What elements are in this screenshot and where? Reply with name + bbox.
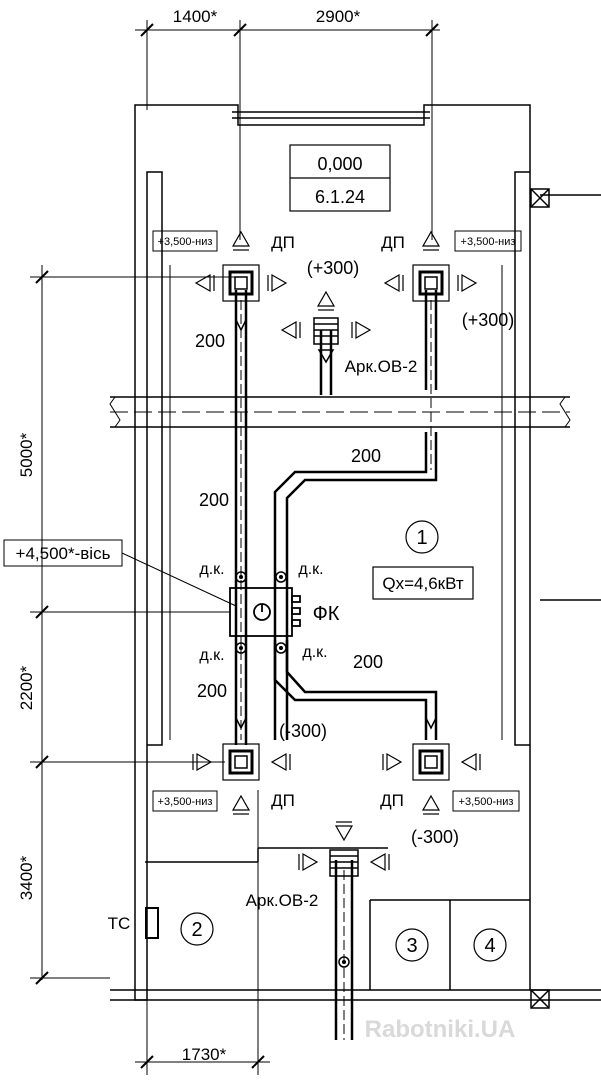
diffuser-label-bottom-left: ДП: [271, 791, 295, 810]
grille-upper: [313, 317, 339, 364]
watermark: Rabotniki.UA: [365, 1016, 516, 1043]
dim-left-middle: 2200*: [17, 665, 36, 710]
elevation-tag-top-left: +3,500-низ: [158, 236, 213, 248]
elevation-tag-top-right: +3,500-низ: [461, 236, 516, 248]
room-number-2: 2: [191, 919, 202, 941]
thermostat-icon: [145, 907, 159, 939]
fan-coil-unit: [229, 587, 301, 637]
room-number-4: 4: [484, 935, 495, 957]
room-number-3: 3: [406, 935, 417, 957]
damper-label-2: д.к.: [298, 561, 323, 578]
supply-flow-left: (+300): [307, 258, 360, 278]
damper-label-4: д.к.: [302, 644, 327, 661]
grille-label-upper: Арк.ОВ-2: [345, 357, 418, 376]
beam: [109, 396, 571, 428]
damper-label-1: д.к.: [199, 561, 224, 578]
duct-size-3: 200: [199, 490, 229, 510]
diffuser-label-top-left: ДП: [271, 233, 295, 252]
stamp-code: 6.1.24: [315, 187, 365, 207]
duct-size-1: 200: [195, 331, 225, 351]
stamp-level: 0,000: [317, 154, 362, 174]
dimension-lines: [30, 20, 440, 1075]
walls: [110, 104, 601, 1001]
exhaust-flow-right: (-300): [411, 827, 459, 847]
exhaust-flow-left: (-300): [279, 721, 327, 741]
diffuser-top-left: [221, 263, 261, 303]
diffuser-top-right: [411, 263, 451, 303]
damper-label-3: д.к.: [199, 647, 224, 664]
diffuser-label-bottom-right: ДП: [380, 791, 404, 810]
ductwork: [234, 290, 438, 1040]
riser-boxes: [530, 188, 550, 1009]
duct-size-2: 200: [351, 446, 381, 466]
elevation-tag-bottom-left: +3,500-низ: [158, 796, 213, 808]
diffuser-bottom-left: [221, 742, 261, 782]
diffuser-label-top-right: ДП: [381, 233, 405, 252]
dim-left-upper: 5000*: [17, 432, 36, 477]
thermostat-label: ТС: [108, 914, 131, 933]
dim-top-left: 1400*: [173, 7, 218, 26]
duct-size-4: 200: [353, 652, 383, 672]
duct-size-5: 200: [197, 681, 227, 701]
dim-bottom: 1730*: [182, 1045, 227, 1064]
level-stamp: [289, 144, 391, 212]
fan-coil-elevation: +4,500*-вісь: [16, 544, 111, 563]
room-capacity: Qх=4,6кВт: [382, 574, 463, 593]
fan-coil-label: ФК: [313, 603, 340, 625]
elevation-tag-bottom-right: +3,500-низ: [459, 796, 514, 808]
grille-lower: [329, 849, 359, 877]
dim-left-lower: 3400*: [17, 855, 36, 900]
supply-flow-right: (+300): [462, 310, 515, 330]
grille-label-lower: Арк.ОВ-2: [246, 891, 319, 910]
dim-top-right: 2900*: [316, 7, 361, 26]
diffuser-bottom-right: [411, 742, 451, 782]
room-number-1: 1: [416, 527, 427, 549]
